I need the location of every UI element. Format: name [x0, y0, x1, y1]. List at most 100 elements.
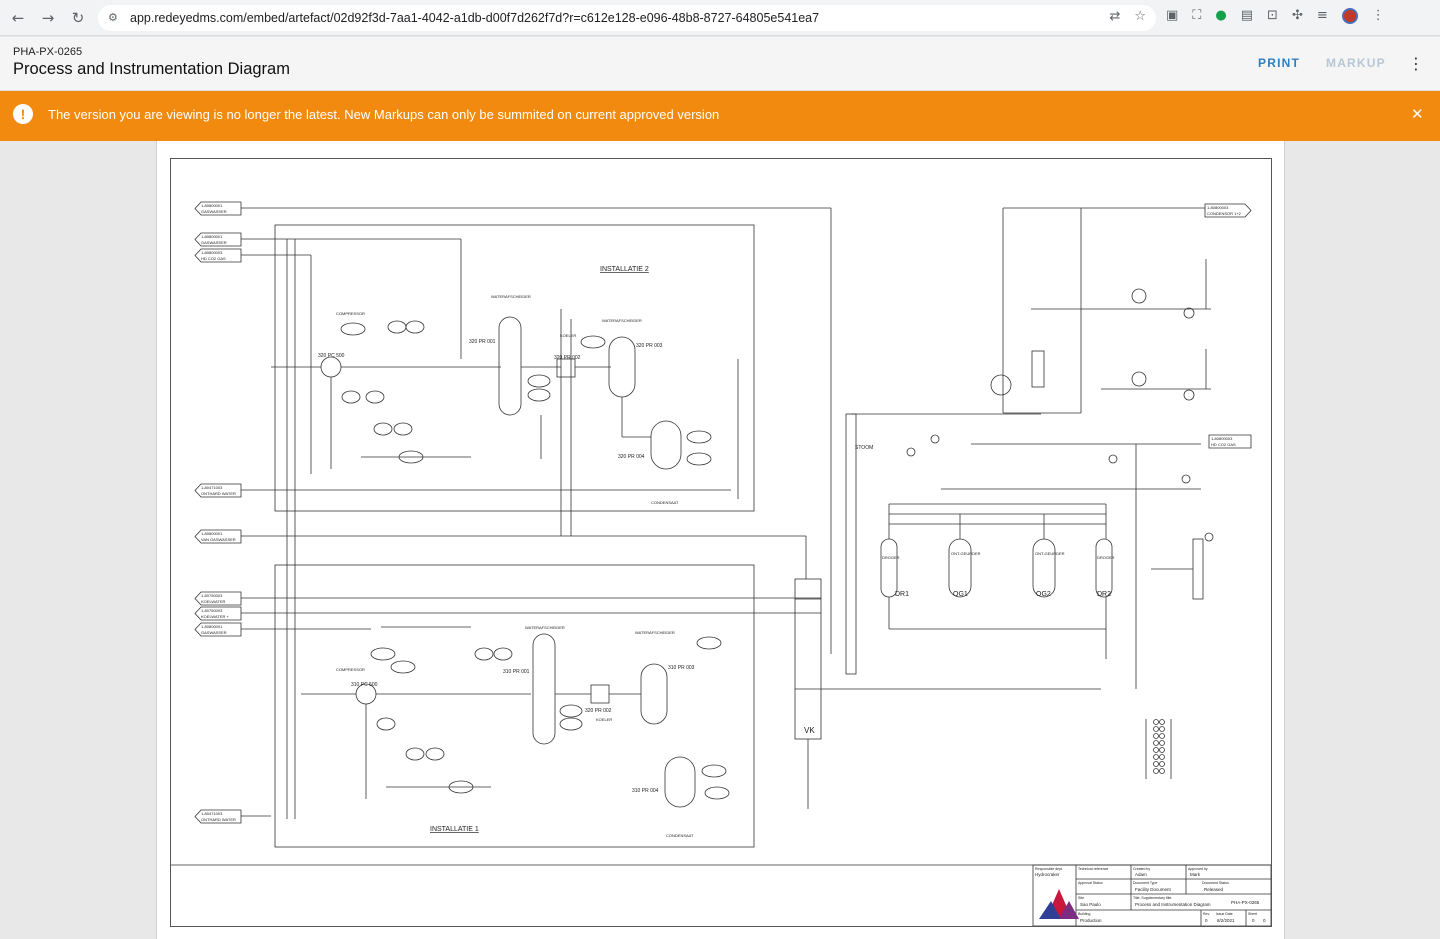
diagram-text: ONTHARD WATER: [201, 817, 236, 822]
offpage-connector: [194, 201, 242, 216]
more-options-icon[interactable]: ⋮: [1408, 54, 1424, 73]
vk-label: VK: [804, 726, 815, 735]
grammarly-icon[interactable]: ●: [1215, 8, 1227, 23]
tag-label: 320 PR 002: [554, 355, 581, 361]
diagram-text: Sheet: [1248, 912, 1257, 916]
forward-icon[interactable]: →: [41, 8, 55, 27]
og2-label: OG2: [1036, 591, 1051, 598]
diagram-text: ONTHARD WATER: [201, 491, 236, 496]
close-icon[interactable]: ✕: [1411, 105, 1424, 123]
og1-label: OG1: [953, 591, 968, 598]
diagram-text: 1-80750003: [201, 593, 223, 598]
diagram-text: Document Type: [1133, 881, 1158, 885]
diagram-text: Building: [1078, 912, 1091, 916]
company-logo: [1039, 889, 1079, 919]
diagram-text: Released: [1204, 887, 1224, 892]
pid-drawing: INSTALLATIE 2 INSTALLATIE 1 COMPRESSOR W…: [171, 201, 1271, 926]
site-info-icon[interactable]: ⚙: [108, 11, 118, 24]
heat-exchanger: [1031, 350, 1045, 388]
compressor-label: COMPRESSOR: [336, 311, 365, 316]
compressor-label: COMPRESSOR: [336, 667, 365, 672]
diagram-text: 1-80800001: [201, 203, 223, 208]
koeler-320-pr-002: [556, 358, 576, 378]
tag-label: 310 PR 003: [668, 665, 695, 671]
browser-toolbar: ← → ↻ ⚙ app.redeyedms.com/embed/artefact…: [0, 0, 1440, 36]
condensaat-label: CONDENSAAT: [651, 500, 679, 505]
markup-button[interactable]: MARKUP: [1326, 56, 1386, 70]
diagram-text: Adam: [1135, 872, 1147, 877]
diagram-text: GASWASSER: [201, 209, 227, 214]
waterafscheider-label: WATERAFSCHEIDER: [491, 294, 531, 299]
condensaat-label: CONDENSAAT: [666, 833, 694, 838]
tag-label: 310 PR 001: [503, 669, 530, 675]
diagram-text: HD CO2 GAS: [1211, 442, 1236, 447]
extension-icon[interactable]: ▣: [1166, 8, 1179, 23]
reading-list-icon[interactable]: ≡: [1316, 8, 1328, 23]
screenshot-icon[interactable]: ⛶: [1192, 8, 1202, 23]
compressor-320: [320, 356, 342, 378]
waterafscheider-320-pr-003: [608, 336, 636, 398]
diagram-text: Approved by: [1188, 867, 1208, 871]
waterafscheider-310-pr-003: [640, 663, 668, 725]
dr2-label: DR2: [1097, 591, 1111, 598]
puzzle-extensions-icon[interactable]: ✣: [1291, 8, 1303, 23]
diagram-text: Title, Supplementary title: [1133, 896, 1171, 900]
tag-label: 320 PR 002: [585, 708, 612, 714]
diagram-text: KOELWATER: [201, 599, 225, 604]
droger-label: DROGER: [882, 555, 900, 560]
extension-icon[interactable]: ▤: [1240, 8, 1254, 23]
diagram-text: 1-80471003: [201, 485, 223, 490]
diagram-text: 1-80800001: [201, 624, 223, 629]
legend-table: [1145, 719, 1172, 779]
url-text[interactable]: app.redeyedms.com/embed/artefact/02d92f3…: [130, 11, 820, 25]
profile-avatar[interactable]: [1341, 8, 1358, 24]
diagram-text: Sao Paulo: [1080, 902, 1101, 907]
diagram-text: 0: [1263, 918, 1266, 923]
droger-dr2: [1095, 538, 1113, 598]
diagram-text: Mark: [1190, 872, 1201, 877]
condensaat-320-pr-004: [650, 420, 682, 470]
droger-dr1: [880, 538, 898, 598]
koeler-label: KOELER: [560, 333, 576, 338]
page-title: Process and Instrumentation Diagram: [13, 60, 290, 78]
vk-column: [794, 578, 822, 740]
tag-label: 320 PR 003: [636, 343, 663, 349]
koeler-label: KOELER: [596, 717, 612, 722]
reload-icon[interactable]: ↻: [71, 8, 85, 27]
installatie-1-boundary: [274, 564, 755, 848]
diagram-text: GASWASSER: [201, 630, 227, 635]
diagram-text: Site: [1078, 896, 1084, 900]
condensaat-310-pr-004: [664, 756, 696, 808]
diagram-text: 8/2/2021: [1217, 918, 1235, 923]
filter-vessel: [1192, 538, 1204, 600]
tag-label: 320 PR 004: [618, 454, 645, 460]
diagram-text: Technical reference: [1078, 867, 1108, 871]
browser-menu-icon[interactable]: ⋮: [1371, 8, 1385, 23]
koeler-310-pr-002: [590, 684, 610, 704]
diagram-text: Issue Date: [1216, 912, 1233, 916]
waterafscheider-label: WATERAFSCHEIDER: [602, 318, 642, 323]
waterafscheider-320-pr-001: [498, 316, 522, 416]
address-bar[interactable]: ⚙ app.redeyedms.com/embed/artefact/02d92…: [98, 5, 1156, 31]
diagram-text: 1-80800003: [201, 250, 223, 255]
drawing-sheet: INSTALLATIE 2 INSTALLATIE 1 COMPRESSOR W…: [170, 158, 1272, 927]
installatie-1-label: INSTALLATIE 1: [430, 826, 479, 833]
crop-icon[interactable]: ⊡: [1267, 8, 1278, 23]
print-button[interactable]: PRINT: [1258, 56, 1300, 70]
alert-icon: !: [13, 104, 33, 124]
diagram-text: Production: [1080, 918, 1102, 923]
back-icon[interactable]: ←: [11, 8, 25, 27]
document-viewer[interactable]: INSTALLATIE 2 INSTALLATIE 1 COMPRESSOR W…: [156, 141, 1285, 939]
bookmark-star-icon[interactable]: ☆: [1134, 9, 1146, 24]
document-header: PHA-PX-0265 Process and Instrumentation …: [0, 37, 1440, 91]
diagram-text: PHA-PX-0265: [1231, 900, 1260, 905]
diagram-text: 0: [1205, 918, 1208, 923]
outdated-version-banner: ! The version you are viewing is no long…: [0, 91, 1440, 141]
diagram-text: Hydrocraker: [1035, 872, 1060, 877]
diagram-text: Responsible dept.: [1035, 867, 1063, 871]
waterafscheider-310-pr-001: [532, 633, 556, 745]
waterafscheider-label: WATERAFSCHEIDER: [635, 630, 675, 635]
diagram-text: CONDENSOR 1+2: [1207, 211, 1242, 216]
diagram-text: KOELWATER +: [201, 614, 229, 619]
translate-icon[interactable]: ⇄: [1109, 9, 1121, 24]
